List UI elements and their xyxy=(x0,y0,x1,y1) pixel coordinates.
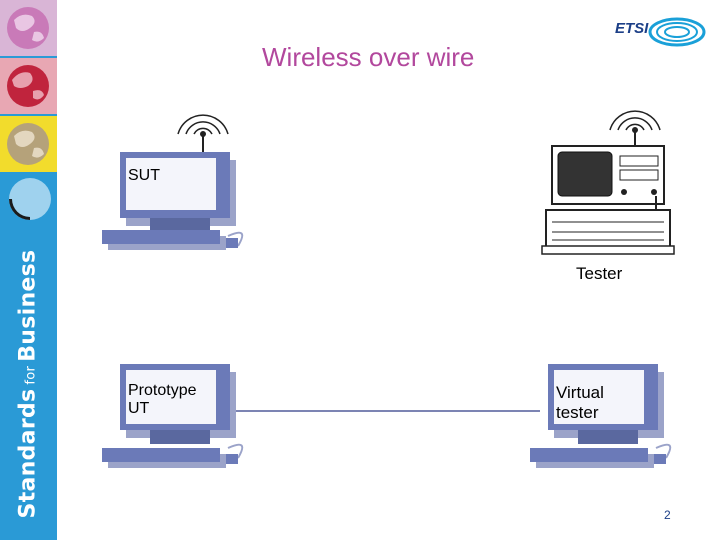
prototype-ut-label-line2: UT xyxy=(128,400,150,417)
etsi-logo xyxy=(648,17,706,47)
virtual-tester-label-line2: tester xyxy=(556,403,599,422)
globe-pink-tile xyxy=(0,0,57,56)
wired-link-line xyxy=(220,410,540,412)
prototype-ut-label-line1: Prototype xyxy=(128,382,197,399)
virtual-tester-computer xyxy=(530,364,672,468)
sut-computer xyxy=(102,114,244,250)
sut-label: SUT xyxy=(128,167,160,184)
sidebar-brand: Standards for Business xyxy=(16,250,41,519)
antenna-icon xyxy=(177,114,229,152)
prototype-ut-label: Prototype UT xyxy=(128,382,196,418)
globe-red-tile xyxy=(0,58,57,114)
globe-yellow-tile xyxy=(0,116,57,172)
brand-word-standards: Standards xyxy=(15,388,41,519)
virtual-tester-label: Virtual tester xyxy=(556,383,604,423)
tester-label: Tester xyxy=(576,264,623,283)
page-number: 2 xyxy=(664,508,671,522)
sidebar: Standards for Business xyxy=(0,0,57,540)
globe-blue-tile xyxy=(9,178,51,220)
brand-word-for: for xyxy=(23,365,39,385)
virtual-tester-label-line1: Virtual xyxy=(556,383,604,402)
prototype-ut-computer xyxy=(102,364,244,468)
etsi-logo-text: ETSI xyxy=(615,20,649,37)
brand-word-business: Business xyxy=(15,249,41,362)
antenna-icon xyxy=(609,110,661,148)
slide-title: Wireless over wire xyxy=(262,42,475,72)
tester-instrument xyxy=(541,110,675,255)
